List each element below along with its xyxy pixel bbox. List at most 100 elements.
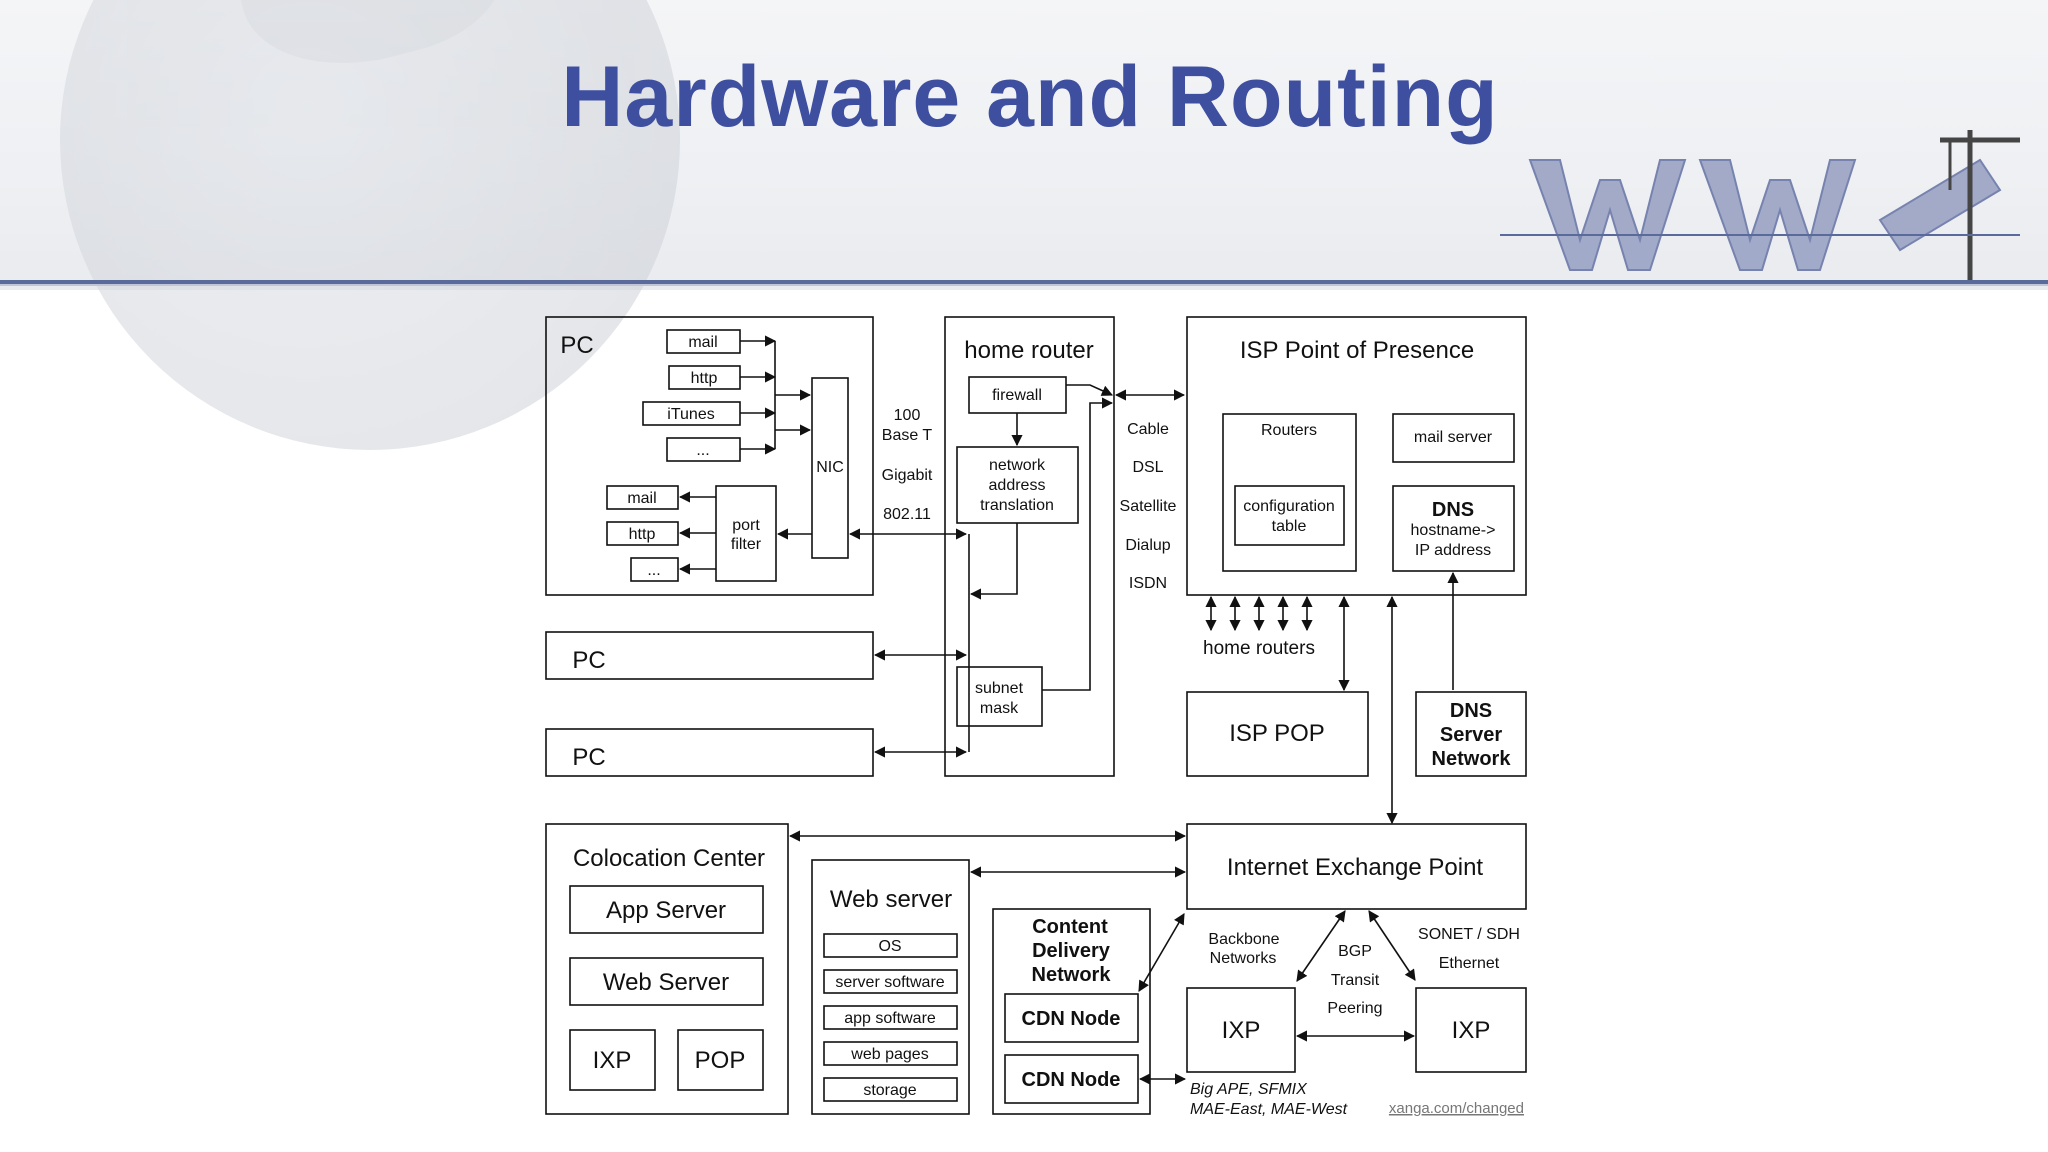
page-title: Hardware and Routing xyxy=(561,49,1499,145)
cdn-node-2-label: CDN Node xyxy=(1022,1069,1121,1091)
routers-label: Routers xyxy=(1261,422,1317,439)
nic-label: NIC xyxy=(816,459,844,476)
cdn-box xyxy=(992,908,1151,1115)
arrow-cdn-backbone xyxy=(1138,913,1185,992)
dns-network-box xyxy=(1415,691,1527,777)
pc-label: PC xyxy=(560,332,593,359)
firewall-to-isp xyxy=(1066,384,1114,396)
layer-app-sw-label: app software xyxy=(844,1010,936,1027)
home-router-label: home router xyxy=(964,337,1093,364)
config-label-1: configuration xyxy=(1243,498,1335,515)
www-logo-graphic xyxy=(1500,130,2020,280)
dns-network-1: DNS xyxy=(1450,700,1492,722)
home-routers-label: home routers xyxy=(1203,638,1315,659)
access-cable: Cable xyxy=(1127,421,1169,438)
sonet-2: Ethernet xyxy=(1439,955,1500,972)
cdn-label-2: Delivery xyxy=(1032,940,1111,962)
access-satellite: Satellite xyxy=(1120,498,1177,515)
isp-pop-small-box xyxy=(1186,691,1369,777)
layer-storage-label: storage xyxy=(863,1082,916,1099)
ixp-small-box xyxy=(569,1029,656,1091)
ixp-right-label: IXP xyxy=(1452,1017,1491,1044)
in-ellipsis-label: ... xyxy=(647,562,660,579)
pc2-label: PC xyxy=(572,647,605,674)
header-rule-shadow xyxy=(0,284,2048,286)
subnet-label-2: mask xyxy=(980,700,1019,717)
ixp-right-box xyxy=(1415,987,1527,1073)
cdn-node-1-box xyxy=(1004,993,1139,1043)
out-mail-label: mail xyxy=(688,334,717,351)
nat-to-bus xyxy=(969,523,1018,600)
layer-web-pages-box xyxy=(823,1041,958,1066)
subnet-to-isp xyxy=(1042,397,1114,691)
app-server-box xyxy=(569,885,764,934)
isp-pop-box xyxy=(1186,316,1527,596)
cdn-label-1: Content xyxy=(1032,916,1108,938)
in-http-label: http xyxy=(629,526,656,543)
layer-server-sw-label: server software xyxy=(835,974,944,991)
web-server-label: Web server xyxy=(830,886,952,913)
in-ellipsis-box xyxy=(630,557,679,582)
layer-app-sw-box xyxy=(823,1005,958,1030)
colocation-box xyxy=(545,823,789,1115)
home-router-box xyxy=(944,316,1115,777)
out-http-label: http xyxy=(691,370,718,387)
out-itunes-label: iTunes xyxy=(667,406,714,423)
pc-box xyxy=(545,316,874,596)
arrow-ixp-right xyxy=(1368,910,1416,981)
nat-label-1: network xyxy=(989,457,1046,474)
link-100: 100 xyxy=(894,407,921,424)
isp-pop-label: ISP Point of Presence xyxy=(1240,337,1474,364)
routers-box xyxy=(1222,413,1357,572)
out-ellipsis-label: ... xyxy=(696,442,709,459)
bgp-2: Transit xyxy=(1331,972,1380,989)
web-server-small-box xyxy=(569,957,764,1006)
nat-label-3: translation xyxy=(980,497,1054,514)
config-label-2: table xyxy=(1272,518,1307,535)
dns-box xyxy=(1392,485,1515,572)
link-gigabit: Gigabit xyxy=(882,467,933,484)
bgp-3: Peering xyxy=(1327,1000,1382,1017)
layer-os-box xyxy=(823,933,958,958)
backbone-2: Networks xyxy=(1210,950,1277,967)
layer-storage-box xyxy=(823,1077,958,1102)
header-rule xyxy=(0,280,2048,284)
link-base-t: Base T xyxy=(882,427,933,444)
colocation-label: Colocation Center xyxy=(573,845,765,872)
ixp-small-label: IXP xyxy=(593,1047,632,1074)
credit-link[interactable]: xanga.com/changed xyxy=(1389,1100,1524,1117)
ixp-main-box xyxy=(1186,823,1527,910)
subnet-box xyxy=(956,666,1043,727)
layer-os-label: OS xyxy=(878,938,901,955)
pc2-box xyxy=(545,631,874,680)
dns-line-2: IP address xyxy=(1415,542,1491,559)
bgp-1: BGP xyxy=(1338,943,1372,960)
firewall-label: firewall xyxy=(992,387,1042,404)
nat-label-2: address xyxy=(989,477,1046,494)
nic-box xyxy=(811,377,849,559)
web-server-box xyxy=(811,859,970,1115)
header-banner xyxy=(0,0,2048,450)
cdn-label-3: Network xyxy=(1032,964,1112,986)
ixp-examples-2: MAE-East, MAE-West xyxy=(1190,1101,1348,1118)
ixp-examples-1: Big APE, SFMIX xyxy=(1190,1081,1308,1098)
pc3-label: PC xyxy=(572,744,605,771)
app-server-label: App Server xyxy=(606,897,726,924)
pop-small-box xyxy=(677,1029,764,1091)
dns-network-3: Network xyxy=(1432,748,1512,770)
in-mail-label: mail xyxy=(627,490,656,507)
pc3-box xyxy=(545,728,874,777)
isp-pop-small-label: ISP POP xyxy=(1229,720,1325,747)
ixp-left-box xyxy=(1186,987,1296,1073)
mail-server-box xyxy=(1392,413,1515,463)
cdn-node-2-box xyxy=(1004,1054,1139,1104)
in-http-box xyxy=(606,521,679,546)
layer-web-pages-label: web pages xyxy=(850,1046,928,1063)
cdn-node-1-label: CDN Node xyxy=(1022,1008,1121,1030)
pop-small-label: POP xyxy=(695,1047,746,1074)
backbone-1: Backbone xyxy=(1208,931,1279,948)
web-server-small-label: Web Server xyxy=(603,969,729,996)
ixp-left-label: IXP xyxy=(1222,1017,1261,1044)
